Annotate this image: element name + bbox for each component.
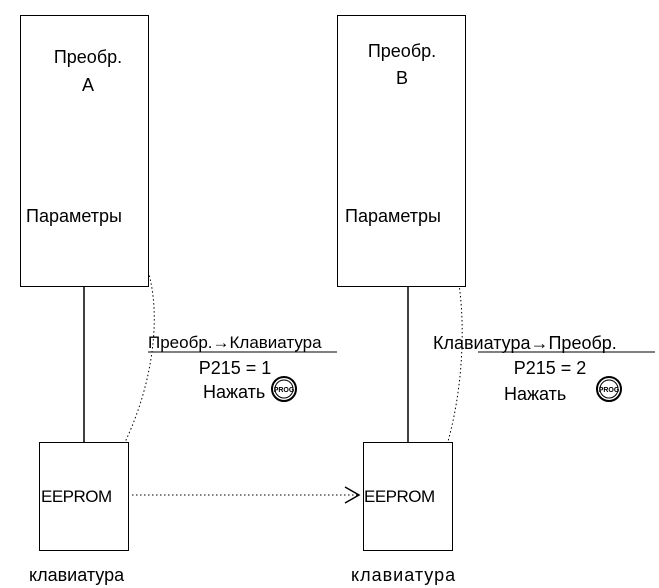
right-eeprom-label: EEPROM: [364, 487, 435, 506]
converter-b-title-line2: В: [395, 68, 408, 88]
left-keyboard-label: клавиатура: [29, 565, 125, 585]
converter-b-title-line1: Преобр.: [367, 41, 437, 61]
left-eeprom-box: [39, 442, 129, 551]
left-press-label: Нажать: [203, 382, 266, 402]
converter-a-box: [20, 15, 149, 287]
right-param-value: P215 = 2: [513, 358, 587, 378]
right-keyboard-label: клавиатура: [351, 565, 457, 585]
left-transfer-label: Преобр.→Клавиатура: [148, 333, 322, 352]
svg-text:PROG: PROG: [274, 387, 295, 394]
right-transfer-label: Клавиатура→Преобр.: [433, 333, 617, 353]
eeprom-arrowhead: [344, 486, 361, 504]
converter-b-box: [337, 15, 466, 287]
left-eeprom-label: EEPROM: [41, 487, 112, 506]
converter-a-title-line1: Преобр.: [53, 47, 123, 67]
right-press-label: Нажать: [504, 384, 567, 404]
left-prog-key-icon: PROG: [271, 376, 297, 402]
left-param-value: P215 = 1: [198, 358, 272, 378]
right-dotted-arrow: [434, 233, 463, 479]
converter-a-title-line2: А: [81, 75, 94, 95]
converter-a-params: Параметры: [26, 206, 122, 226]
converter-b-params: Параметры: [345, 206, 441, 226]
svg-text:PROG: PROG: [599, 387, 620, 394]
right-eeprom-box: [363, 442, 453, 551]
right-prog-key-icon: PROG: [596, 376, 622, 402]
